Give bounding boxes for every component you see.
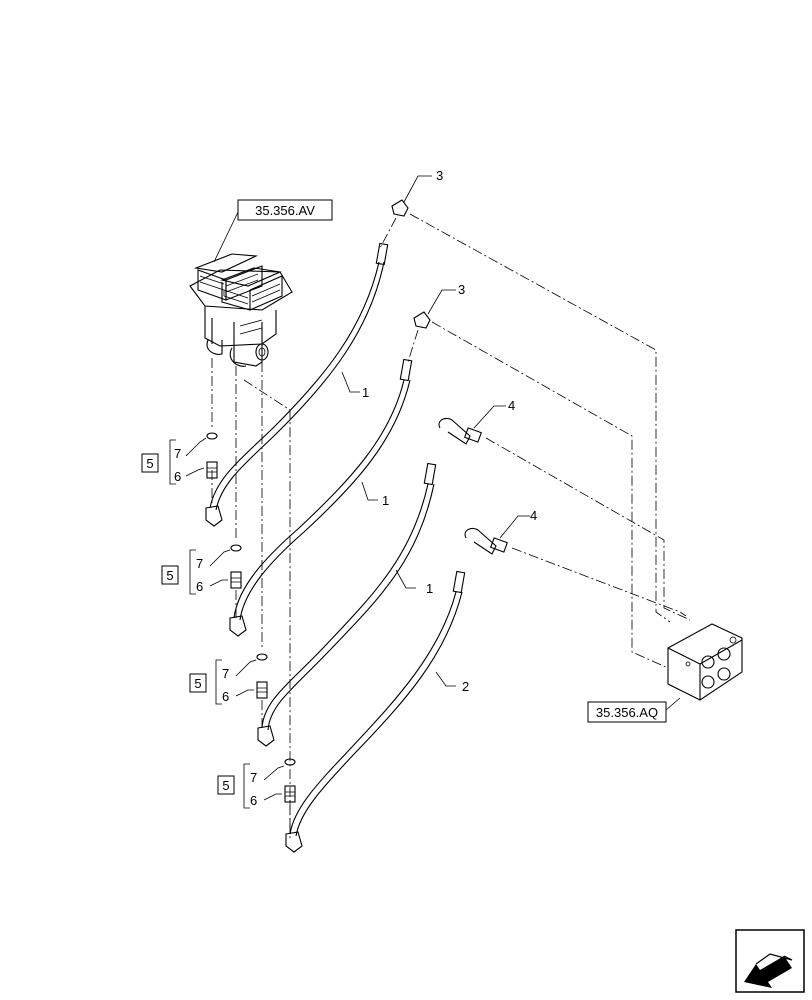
kit-label-2: 5: [166, 568, 173, 583]
connection-lines: [211, 213, 691, 840]
kit-label-1: 5: [146, 456, 153, 471]
kit-box-3: [189, 673, 207, 693]
seal-adapter-kits: [206, 432, 296, 803]
callout-1b: 1: [382, 493, 389, 508]
pilot-valve-assembly: [189, 253, 293, 367]
reference-bottom-label: 35.356.AQ: [596, 705, 658, 720]
kit-box-4: [217, 775, 235, 795]
kit-box-2: [161, 565, 179, 585]
kit2-fitting-label: 6: [196, 579, 203, 594]
callout-1c: 1: [426, 581, 433, 596]
kit2-seal-label: 7: [196, 556, 203, 571]
arrow-left-icon[interactable]: [735, 929, 805, 993]
kit-label-3: 5: [194, 676, 201, 691]
leader-lines: [169, 175, 681, 809]
kit3-seal-label: 7: [222, 666, 229, 681]
kit-label-4: 5: [222, 778, 229, 793]
hoses: [205, 242, 466, 853]
reference-top-label: 35.356.AV: [255, 203, 315, 218]
fittings: [391, 199, 508, 555]
callout-3a: 3: [436, 168, 443, 183]
kit3-fitting-label: 6: [222, 689, 229, 704]
reference-bottom[interactable]: 35.356.AQ: [587, 701, 667, 723]
reference-top[interactable]: 35.356.AV: [237, 199, 333, 221]
kit1-fitting-label: 6: [174, 469, 181, 484]
callout-4b: 4: [530, 508, 537, 523]
kit1-seal-label: 7: [174, 446, 181, 461]
callout-3b: 3: [458, 282, 465, 297]
kit4-fitting-label: 6: [250, 793, 257, 808]
kit4-seal-label: 7: [250, 770, 257, 785]
kit-box-1: [141, 453, 159, 473]
manifold-block: [667, 623, 743, 701]
callout-4a: 4: [508, 398, 515, 413]
callout-2: 2: [462, 679, 469, 694]
callout-1a: 1: [362, 385, 369, 400]
